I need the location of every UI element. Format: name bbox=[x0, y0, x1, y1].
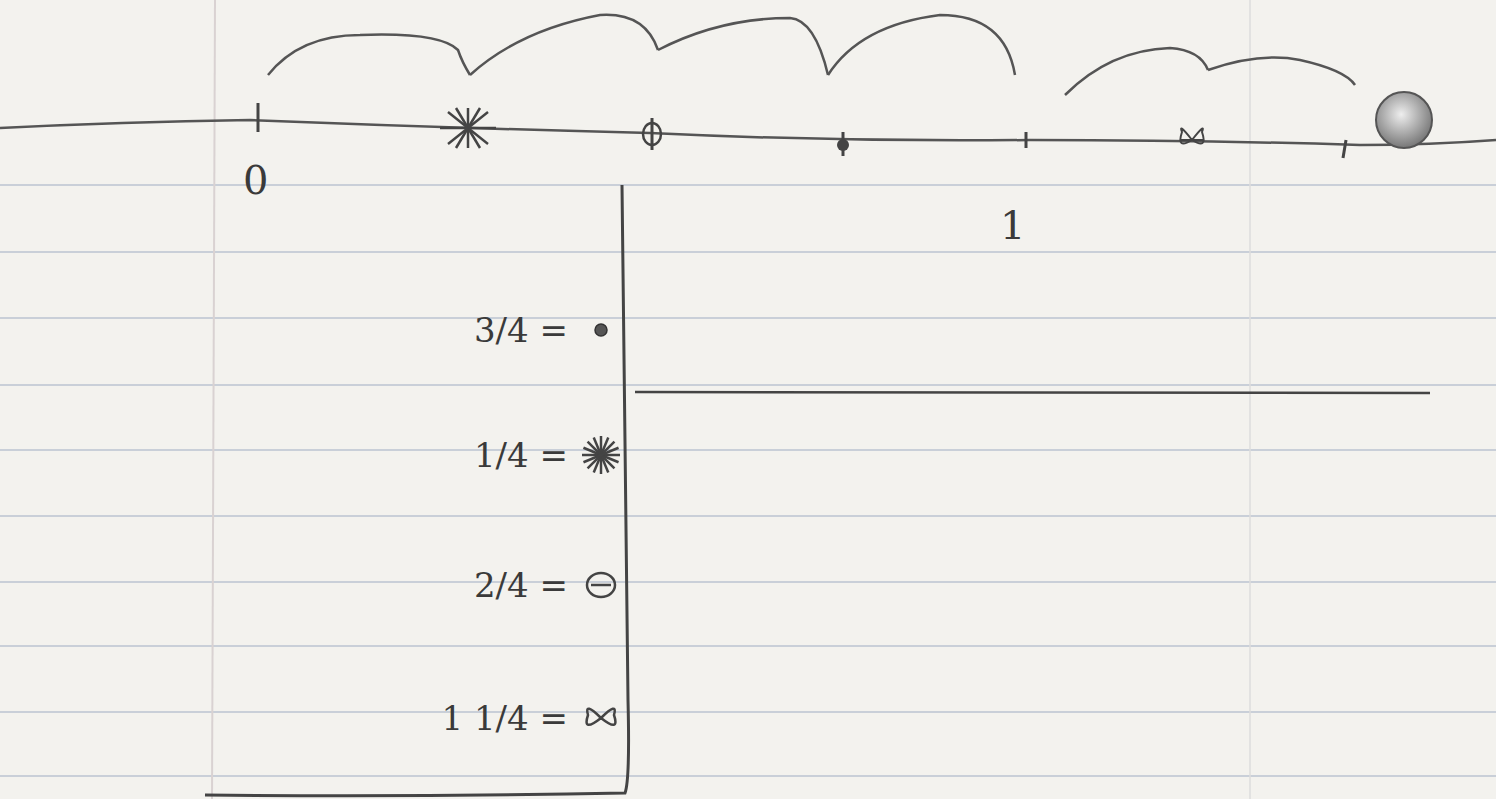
underline bbox=[635, 392, 1430, 393]
legend-symbol bbox=[576, 305, 626, 355]
legend-bracket bbox=[205, 185, 629, 796]
legend-symbol bbox=[576, 430, 626, 480]
legend-text: 3/4 = bbox=[474, 313, 568, 347]
axis-label: 1 bbox=[1000, 205, 1025, 245]
legend-text: 2/4 = bbox=[474, 568, 568, 602]
legend-symbol bbox=[576, 693, 626, 743]
legend-text: 1/4 = bbox=[474, 438, 568, 472]
margin-line bbox=[1249, 0, 1251, 799]
jump-arcs bbox=[268, 15, 1355, 95]
ruled-lines bbox=[0, 185, 1496, 776]
shaded-ball bbox=[1376, 92, 1432, 148]
dot-mark bbox=[837, 139, 849, 151]
legend-text: 1 1/4 = bbox=[442, 701, 568, 735]
tick-marks bbox=[258, 103, 1346, 158]
axis-label: 0 bbox=[243, 160, 268, 200]
legend-symbol bbox=[576, 560, 626, 610]
star-mark bbox=[440, 108, 496, 148]
flower-mark bbox=[1180, 128, 1204, 143]
number-line bbox=[0, 120, 1496, 145]
half-mark bbox=[643, 123, 661, 145]
